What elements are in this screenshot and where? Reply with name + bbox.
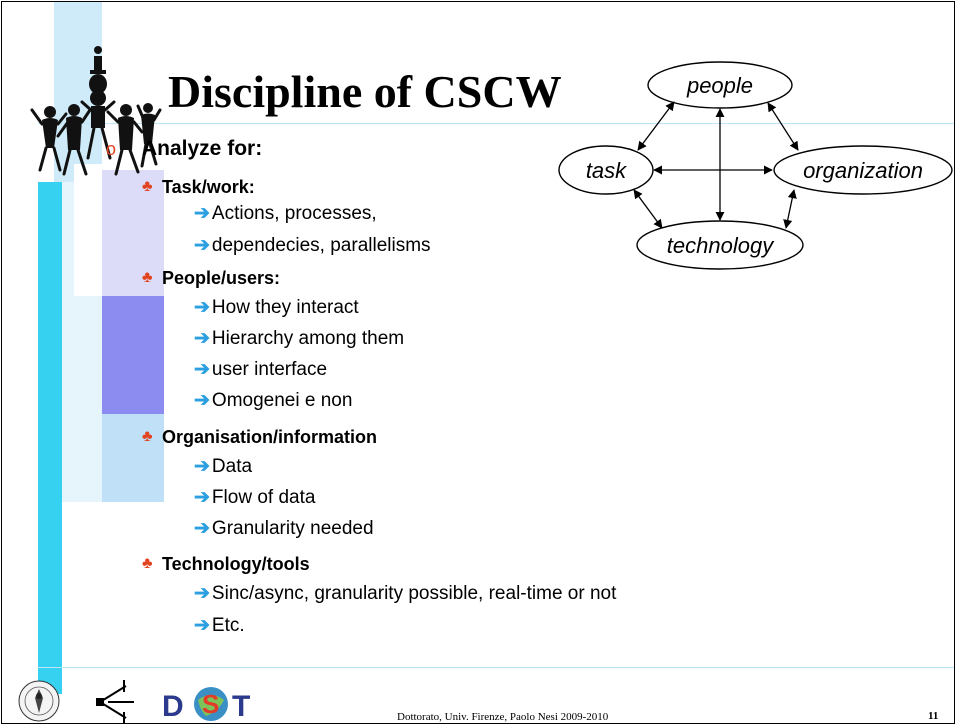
club-bullet-icon: ♣ — [142, 269, 153, 286]
list-item: ➔dependecies, parallelisms — [194, 234, 431, 258]
list-item: ➔Hierarchy among them — [194, 327, 404, 351]
list-item: ➔Omogenei e non — [194, 389, 352, 413]
arrow-bullet-icon: ➔ — [194, 328, 210, 349]
node-people-label: people — [686, 73, 753, 98]
edge-task-technology — [633, 189, 663, 229]
arrow-bullet-icon: ➔ — [194, 456, 210, 477]
analyze-heading: Analyze for: — [142, 137, 263, 160]
arrow-bullet-icon: ➔ — [194, 487, 210, 508]
club-bullet-icon: ♣ — [142, 178, 153, 195]
arrow-bullet-icon: ➔ — [194, 583, 210, 604]
list-item: ➔Data — [194, 455, 252, 479]
list-item-text: Hierarchy among them — [211, 328, 405, 349]
svg-text:T: T — [232, 690, 250, 723]
list-item: ➔Flow of data — [194, 486, 315, 510]
svg-text:S: S — [202, 689, 219, 719]
section-technology-tools: ♣ Technology/tools — [142, 553, 310, 575]
edge-organization-technology — [783, 189, 797, 229]
bullet-circle-icon: o — [106, 139, 117, 159]
svg-text:D: D — [162, 690, 184, 723]
section-label: People/users: — [162, 268, 281, 288]
edge-people-organization — [767, 102, 799, 151]
list-item: ➔Granularity needed — [194, 517, 374, 541]
club-bullet-icon: ♣ — [142, 555, 153, 572]
club-bullet-icon: ♣ — [142, 428, 153, 445]
section-task-work: ♣ Task/work: — [142, 176, 255, 198]
node-organization-label: organization — [803, 158, 923, 183]
footer-text: Dottorato, Univ. Firenze, Paolo Nesi 200… — [397, 711, 609, 723]
decor-bar-lightblue — [102, 414, 164, 502]
list-item-text: Flow of data — [211, 487, 316, 508]
list-item-text: dependecies, parallelisms — [211, 235, 431, 256]
page-number: 11 — [928, 710, 939, 722]
list-item-text: Etc. — [211, 615, 245, 636]
list-item-text: Actions, processes, — [211, 203, 377, 224]
node-technology — [636, 220, 804, 270]
node-organization — [773, 145, 953, 195]
dsi-logo-icon — [96, 680, 134, 723]
arrow-bullet-icon: ➔ — [194, 615, 210, 636]
node-task-label: task — [586, 158, 627, 183]
list-item-text: Omogenei e non — [211, 390, 353, 411]
section-label: Technology/tools — [162, 554, 310, 574]
list-item-text: user interface — [211, 359, 328, 380]
dist-logo-icon: D S T — [162, 687, 250, 723]
arrow-bullet-icon: ➔ — [194, 359, 210, 380]
list-item-text: Sinc/async, granularity possible, real-t… — [211, 583, 617, 604]
footer-divider — [38, 667, 954, 668]
section-label: Organisation/information — [162, 427, 378, 447]
arrow-bullet-icon: ➔ — [194, 297, 210, 318]
slide-title: Discipline of CSCW — [168, 66, 562, 117]
section-people-users: ♣ People/users: — [142, 267, 281, 289]
list-item: ➔user interface — [194, 358, 327, 382]
arrow-bullet-icon: ➔ — [194, 235, 210, 256]
cscw-diagram: people task organization technology — [558, 61, 953, 270]
dancers-clipart-icon — [30, 46, 162, 176]
list-item: ➔Actions, processes, — [194, 202, 377, 226]
list-item-text: How they interact — [211, 297, 359, 318]
list-item: ➔How they interact — [194, 296, 359, 320]
edge-people-task — [637, 101, 675, 151]
university-seal-icon — [18, 680, 60, 722]
list-item: ➔Etc. — [194, 614, 245, 638]
node-people — [647, 61, 793, 109]
arrow-bullet-icon: ➔ — [194, 390, 210, 411]
list-item: ➔Sinc/async, granularity possible, real-… — [194, 582, 616, 606]
decor-bar-purple — [102, 296, 164, 414]
arrow-bullet-icon: ➔ — [194, 518, 210, 539]
node-task — [558, 145, 654, 195]
header-divider — [38, 123, 954, 124]
list-item-text: Granularity needed — [211, 518, 374, 539]
list-item-text: Data — [211, 456, 253, 477]
arrow-bullet-icon: ➔ — [194, 203, 210, 224]
decor-bar-cyan — [38, 182, 62, 694]
section-organisation-information: ♣ Organisation/information — [142, 426, 378, 448]
node-technology-label: technology — [667, 233, 775, 258]
section-label: Task/work: — [162, 177, 255, 197]
